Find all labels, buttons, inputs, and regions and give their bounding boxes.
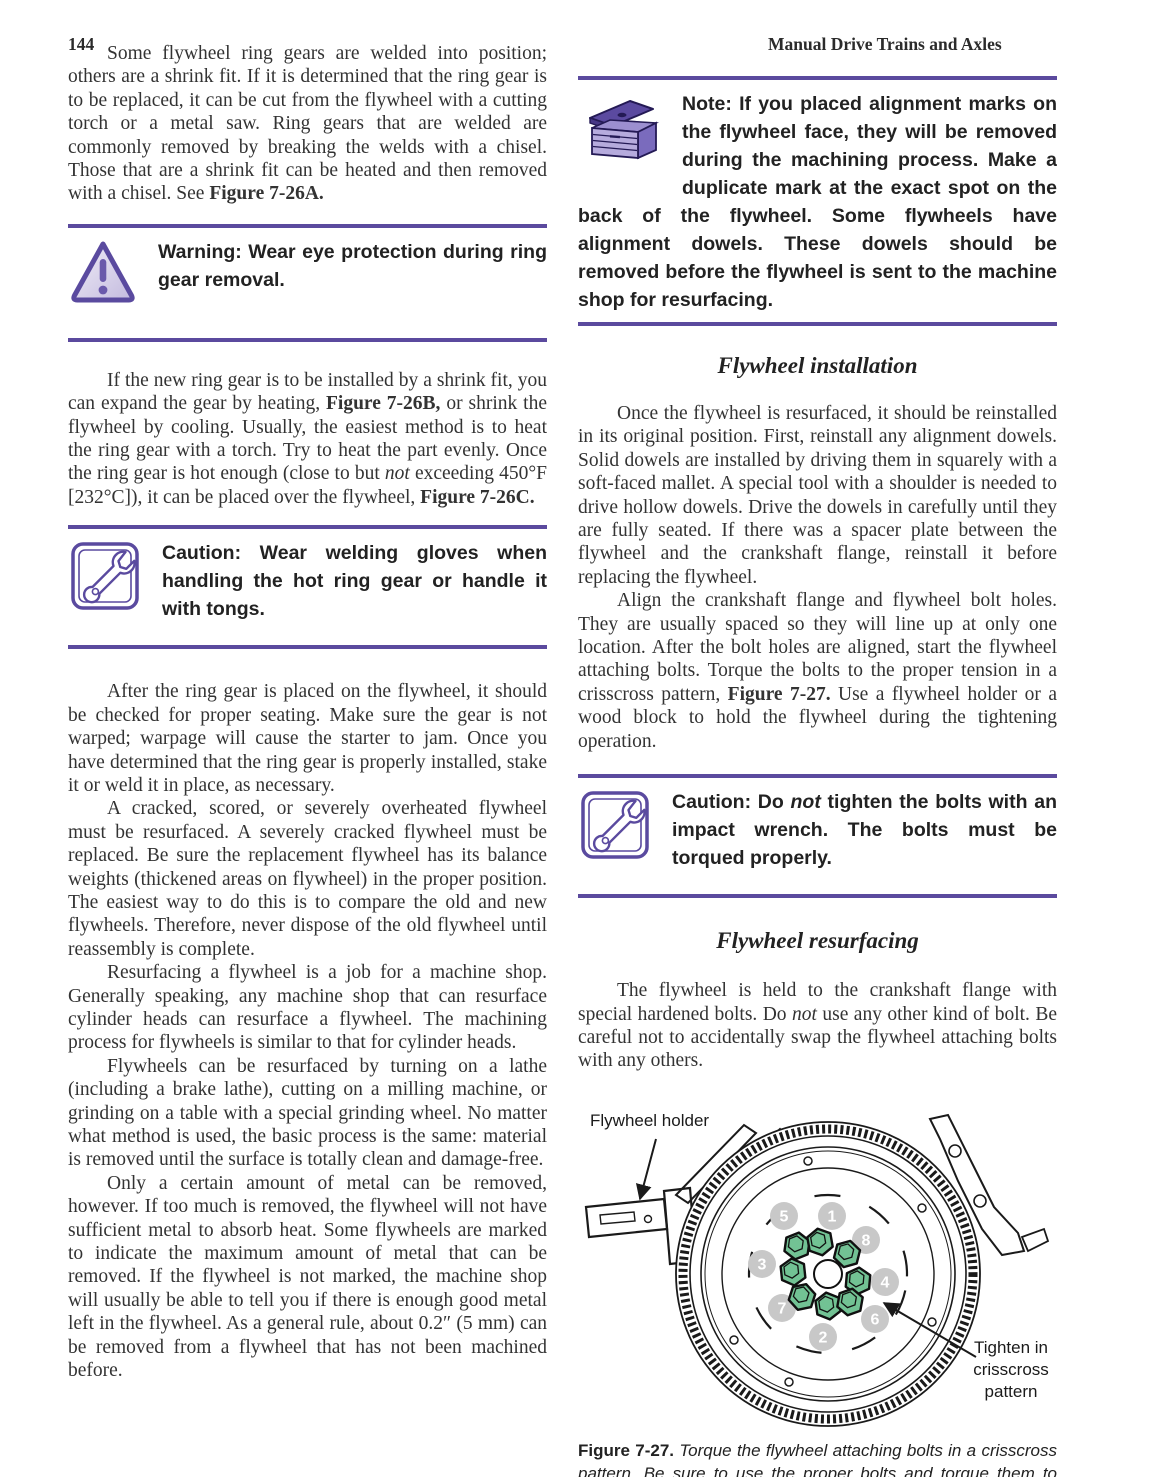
running-head: Manual Drive Trains and Axles [768, 34, 1002, 54]
divider [68, 223, 547, 228]
divider [68, 525, 547, 530]
caution-text: Caution: Do not tighten the bolts with a… [672, 791, 1057, 870]
warning-text: Warning: Wear eye protection during ring… [158, 240, 547, 291]
holder-bracket [928, 1113, 1050, 1256]
flywheel: 1 2 3 4 5 6 7 8 [675, 1120, 981, 1427]
note-box: Note: If you placed alignment marks on t… [578, 76, 1057, 326]
torque-sequence-numbers: 1 2 3 4 5 6 7 8 [748, 1201, 899, 1351]
sequence-number: 2 [819, 1329, 828, 1346]
page-number: 144 [68, 34, 95, 54]
toolbox-icon [580, 92, 664, 168]
sequence-number: 7 [778, 1300, 787, 1317]
note-text: Note: If you placed alignment marks on t… [578, 93, 1057, 311]
paragraph: Only a certain amount of metal can be re… [68, 1172, 547, 1382]
figure-caption: Figure 7-27. Torque the flywheel attachi… [578, 1440, 1057, 1477]
tighten-callout-arrow [882, 1301, 977, 1358]
divider [578, 894, 1057, 899]
divider [68, 645, 547, 650]
right-column: Note: If you placed alignment marks on t… [578, 0, 1057, 1477]
paragraph: A cracked, scored, or severely overheate… [68, 798, 547, 960]
paragraph: Some flywheel ring gears are welded into… [68, 43, 547, 205]
warning-box: Warning: Wear eye protection during ring… [68, 223, 547, 342]
caution-text: Caution: Wear welding gloves when handli… [162, 542, 547, 621]
paragraph: Align the crankshaft flange and flywheel… [578, 590, 1057, 752]
sequence-number: 1 [828, 1208, 837, 1225]
sequence-number: 3 [758, 1256, 767, 1273]
sequence-number: 8 [862, 1232, 871, 1249]
paragraph: Flywheels can be resurfaced by turning o… [68, 1055, 547, 1171]
divider [578, 76, 1057, 80]
paragraph: If the new ring gear is to be installed … [68, 369, 547, 508]
warning-triangle-icon [70, 240, 136, 312]
paragraph: The flywheel is held to the crankshaft f… [578, 980, 1058, 1072]
paragraph: After the ring gear is placed on the fly… [68, 681, 547, 796]
sequence-number: 5 [780, 1208, 789, 1225]
sequence-number: 6 [871, 1311, 880, 1328]
caution-box: Caution: Do not tighten the bolts with a… [578, 774, 1057, 899]
paragraph: Resurfacing a flywheel is a job for a ma… [68, 962, 547, 1054]
wrench-icon [70, 541, 140, 619]
holder-callout-arrow [635, 1138, 657, 1201]
sequence-number: 4 [881, 1274, 890, 1291]
caution-box: Caution: Wear welding gloves when handli… [68, 525, 547, 650]
flywheel-illustration: 1 2 3 4 5 6 7 8 [584, 1113, 1050, 1427]
divider [578, 322, 1057, 326]
divider [578, 774, 1057, 779]
paragraph: Once the flywheel is resurfaced, it shou… [578, 403, 1057, 588]
figure-flywheel-diagram: 1 2 3 4 5 6 7 8 [578, 1109, 1057, 1431]
section-heading-flywheel-installation: Flywheel installation [717, 353, 918, 378]
left-column: Some flywheel ring gears are welded into… [68, 0, 547, 1382]
center-hole [813, 1258, 843, 1289]
divider [68, 337, 547, 342]
section-heading-flywheel-resurfacing: Flywheel resurfacing [716, 928, 919, 954]
figure-label-flywheel-holder: Flywheel holder [590, 1110, 710, 1130]
figure-label-tighten-pattern: Tighten in crisscross pattern [973, 1337, 1049, 1401]
wrench-icon [580, 790, 650, 868]
